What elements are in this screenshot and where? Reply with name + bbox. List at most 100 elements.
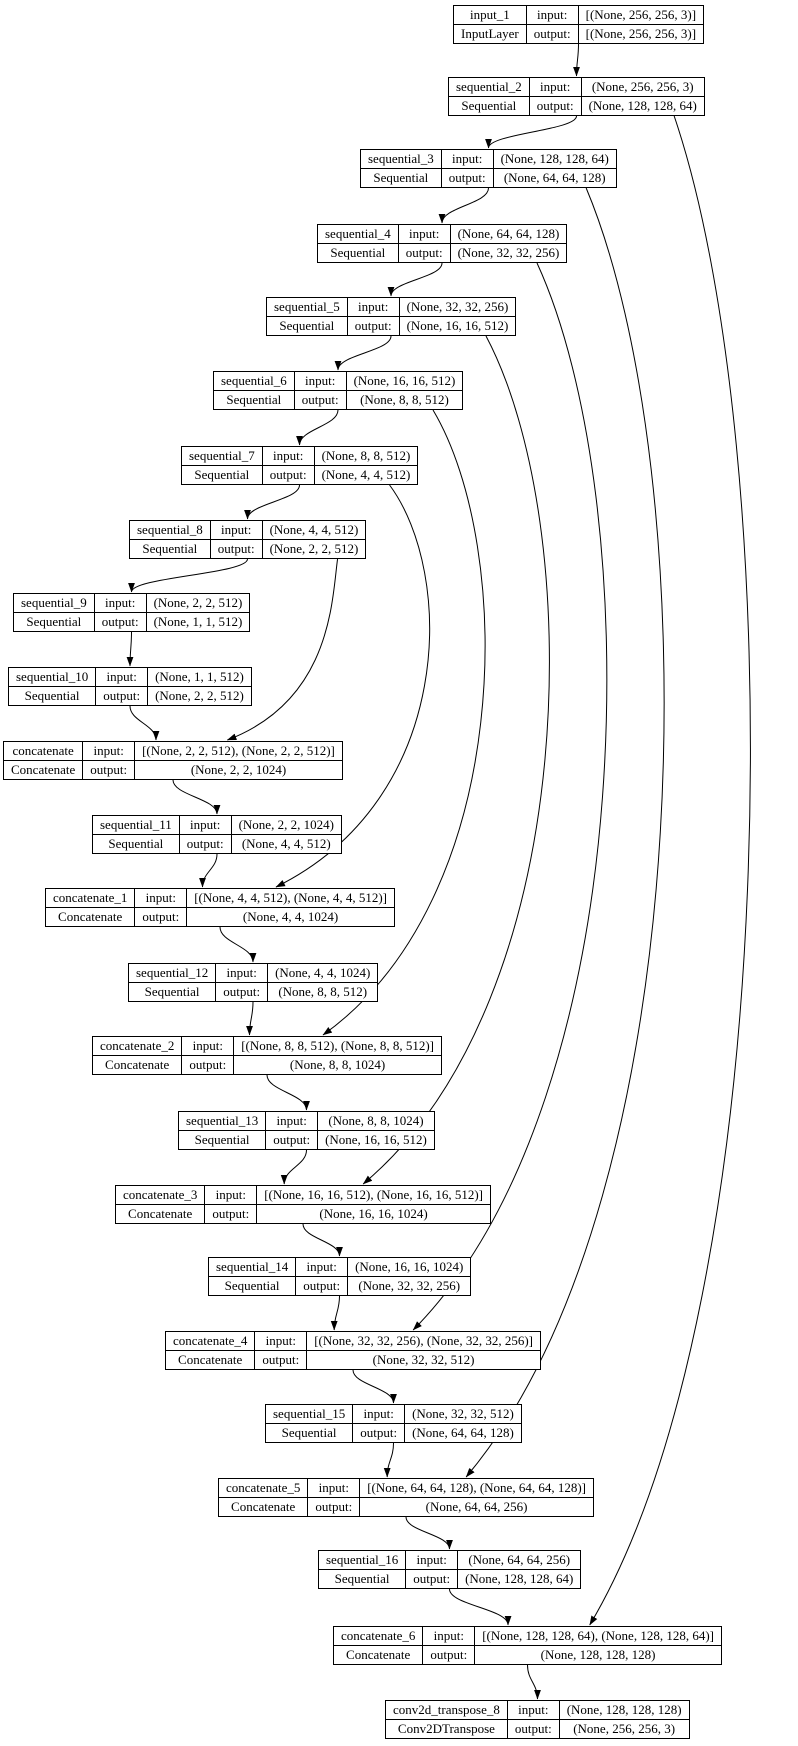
output-label: output:	[261, 465, 315, 485]
output-shape: (None, 16, 16, 512)	[317, 1130, 435, 1150]
layer-name: sequential_15	[264, 1404, 354, 1424]
output-label: output:	[528, 96, 582, 116]
layer-type: Sequential	[7, 686, 97, 706]
edge-sequential_7-to-sequential_8	[244, 484, 300, 520]
edge-sequential_14-to-concatenate_4	[330, 1295, 340, 1331]
input-label: input:	[422, 1626, 476, 1646]
edge-concatenate_2-to-sequential_13	[266, 1074, 310, 1111]
input-shape: [(None, 4, 4, 512), (None, 4, 4, 512)]	[186, 888, 395, 908]
edge-sequential_3-to-sequential_4	[438, 187, 489, 224]
layer-type: Concatenate	[332, 1645, 424, 1665]
layer-name: sequential_5	[266, 297, 348, 317]
output-shape: (None, 64, 64, 128)	[492, 168, 617, 188]
layer-type: Sequential	[13, 612, 95, 632]
input-shape: (None, 32, 32, 512)	[404, 1404, 522, 1424]
input-shape: (None, 32, 32, 256)	[398, 297, 517, 317]
output-label: output:	[254, 1350, 308, 1370]
output-shape: (None, 16, 16, 512)	[398, 316, 517, 336]
edge-sequential_8-to-sequential_9	[128, 558, 248, 593]
layer-name: conv2d_transpose_8	[385, 1700, 508, 1720]
output-shape: (None, 16, 16, 1024)	[256, 1204, 491, 1224]
layer-name: sequential_10	[7, 667, 97, 687]
output-label: output:	[422, 1645, 476, 1665]
input-label: input:	[204, 1185, 258, 1205]
output-label: output:	[215, 982, 269, 1002]
output-shape: (None, 8, 8, 512)	[267, 982, 379, 1002]
edge-sequential_4-to-sequential_5	[387, 262, 443, 297]
input-shape: (None, 256, 256, 3)	[580, 77, 705, 97]
edge-concatenate_5-to-sequential_16	[405, 1516, 453, 1550]
layer-name: sequential_11	[92, 815, 180, 835]
input-shape: [(None, 64, 64, 128), (None, 64, 64, 128…	[359, 1478, 594, 1498]
output-shape: [(None, 256, 256, 3)]	[577, 24, 705, 44]
output-shape: (None, 128, 128, 128)	[474, 1645, 722, 1665]
input-label: input:	[93, 593, 147, 613]
layer-type: Sequential	[264, 1423, 354, 1443]
output-shape: (None, 32, 32, 256)	[347, 1276, 472, 1296]
layer-name: input_1	[453, 5, 527, 25]
layer-type: Concatenate	[164, 1350, 256, 1370]
input-shape: (None, 16, 16, 1024)	[347, 1257, 472, 1277]
output-shape: (None, 32, 32, 512)	[306, 1350, 541, 1370]
input-shape: [(None, 16, 16, 512), (None, 16, 16, 512…	[256, 1185, 491, 1205]
input-label: input:	[293, 371, 347, 391]
layer-type: Sequential	[207, 1276, 297, 1296]
layer-type: Concatenate	[114, 1204, 206, 1224]
layer-type: Concatenate	[91, 1055, 183, 1075]
edge-sequential_15-to-concatenate_5	[383, 1442, 394, 1478]
input-shape: (None, 64, 64, 128)	[449, 224, 568, 244]
input-shape: (None, 1, 1, 512)	[147, 667, 252, 687]
output-label: output:	[405, 1569, 459, 1589]
input-shape: [(None, 2, 2, 512), (None, 2, 2, 512)]	[134, 741, 343, 761]
layer-type: Sequential	[127, 982, 217, 1002]
output-shape: (None, 8, 8, 512)	[345, 390, 464, 410]
layer-type: Sequential	[213, 390, 295, 410]
output-shape: (None, 1, 1, 512)	[145, 612, 251, 632]
output-shape: (None, 128, 128, 64)	[457, 1569, 582, 1589]
edge-concatenate-to-sequential_11	[172, 779, 221, 815]
layer-name: sequential_3	[360, 149, 442, 169]
input-shape: (None, 2, 2, 1024)	[230, 815, 342, 835]
layer-type: Sequential	[92, 834, 180, 854]
output-label: output:	[307, 1497, 361, 1517]
input-label: input:	[134, 888, 188, 908]
layer-name: concatenate_6	[332, 1626, 424, 1646]
output-shape: (None, 64, 64, 256)	[359, 1497, 594, 1517]
layer-name: sequential_8	[129, 520, 211, 540]
input-label: input:	[181, 1036, 235, 1056]
input-shape: (None, 8, 8, 1024)	[317, 1111, 435, 1131]
layer-type: Conv2DTranspose	[385, 1719, 508, 1739]
skip-connection-edge-sequential_3-to-concatenate_5	[465, 187, 665, 1478]
output-label: output:	[352, 1423, 406, 1443]
skip-connection-edge-sequential_5-to-concatenate_3	[362, 335, 550, 1185]
layer-type: Sequential	[129, 539, 211, 559]
edge-concatenate_4-to-sequential_15	[352, 1369, 397, 1404]
edge-sequential_12-to-concatenate_2	[246, 1001, 254, 1036]
input-label: input:	[346, 297, 400, 317]
input-label: input:	[397, 224, 451, 244]
edge-sequential_5-to-sequential_6	[334, 335, 392, 371]
input-label: input:	[307, 1478, 361, 1498]
edge-sequential_6-to-sequential_7	[296, 409, 339, 446]
output-label: output:	[134, 907, 188, 927]
layer-type: Concatenate	[2, 760, 84, 780]
input-label: input:	[254, 1331, 308, 1351]
layer-type: InputLayer	[453, 24, 527, 44]
